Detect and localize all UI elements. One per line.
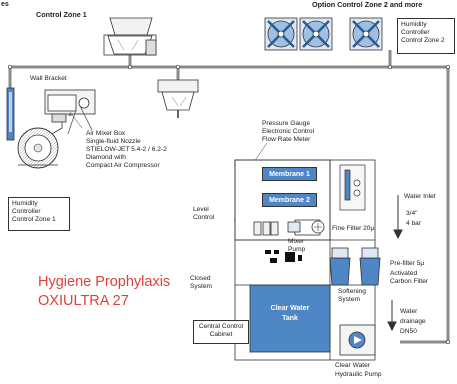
hydraulic-pump bbox=[339, 324, 376, 356]
drainage-arrow bbox=[387, 300, 397, 332]
hydraulic-pump-label-1: Clear Water bbox=[335, 362, 370, 369]
prefilter-label-1: Pre-filter 5µ bbox=[390, 260, 425, 267]
air-mixer-label-5: Compact Air Compressor bbox=[86, 162, 160, 169]
water-inlet-arrow bbox=[393, 195, 403, 240]
prefilter-label-3: Carbon Filter bbox=[390, 278, 429, 285]
softening-label-1: Softening bbox=[338, 288, 366, 295]
black-blocks bbox=[265, 250, 302, 263]
water-drainage-label-2: drainage bbox=[400, 318, 426, 325]
air-mixer-label-4: Diamond with bbox=[86, 154, 126, 161]
closed-system-label-2: System bbox=[190, 283, 212, 290]
hydraulic-pump-label-2: Hydraulic Pump bbox=[335, 371, 382, 378]
pressure-gauge-label-2: Electronic Control bbox=[262, 128, 315, 135]
water-drainage-label-1: Water bbox=[400, 308, 418, 315]
clear-water-tank-label-2: Tank bbox=[282, 315, 298, 322]
level-control-label-2: Control bbox=[193, 214, 215, 221]
humidity-controller-zone2: Humidity Controller Control Zone 2 bbox=[397, 18, 455, 54]
humidity-controller-zone1: Humidity Controller Control Zone 1 bbox=[8, 197, 70, 231]
membrane-1: Membrane 1 bbox=[262, 167, 317, 181]
water-inlet-label-3: 4 bar bbox=[406, 220, 422, 227]
air-compressor bbox=[17, 127, 59, 169]
filter-housings bbox=[329, 247, 381, 286]
fan-box-3 bbox=[349, 17, 383, 51]
label-line: Controller bbox=[12, 208, 41, 215]
zone2-title: Option Control Zone 2 and more bbox=[312, 0, 423, 9]
water-inlet-label-2: 3/4" bbox=[406, 210, 418, 217]
air-mixer-label-2: Single-fluid Nozzle bbox=[86, 138, 141, 145]
label-line: Cabinet bbox=[209, 331, 233, 338]
corner-label: es bbox=[1, 1, 9, 8]
air-mixer-box bbox=[42, 89, 96, 136]
humidity-sensor-left bbox=[6, 87, 15, 141]
label-line: Humidity bbox=[12, 200, 38, 207]
hygiene-title: Hygiene Prophylaxis bbox=[38, 274, 171, 290]
air-mixer-label-3: STIELOW-JET 5.4-2 / 6.2-2 bbox=[86, 146, 167, 153]
zone1-title: Control Zone 1 bbox=[36, 10, 87, 19]
main-pipe bbox=[10, 65, 450, 344]
central-control-cabinet: Central Control Cabinet bbox=[193, 320, 249, 344]
nozzle-unit-zone1 bbox=[103, 17, 157, 56]
water-inlet-label-1: Water Inlet bbox=[404, 193, 436, 200]
softening-label-2: System bbox=[338, 296, 360, 303]
closed-system-label-1: Closed bbox=[190, 275, 211, 282]
label-line: Controller bbox=[401, 29, 430, 36]
water-drainage-label-3: DN50 bbox=[400, 328, 417, 335]
label-line: Central Control bbox=[198, 323, 244, 330]
fan-box-2 bbox=[299, 17, 333, 51]
membrane-2: Membrane 2 bbox=[262, 193, 317, 207]
hygiene-subtitle: OXIULTRA 27 bbox=[38, 293, 129, 309]
label-line: Control Zone 2 bbox=[401, 37, 445, 44]
label-line: Control Zone 1 bbox=[12, 216, 56, 223]
nozzle-unit-zone1-b bbox=[157, 79, 199, 118]
pressure-gauge-panel bbox=[339, 164, 366, 211]
prefilter-label-2: Activated bbox=[390, 270, 418, 277]
pressure-gauge-label-3: Flow Rate Meter bbox=[262, 136, 311, 143]
wall-bracket-label: Wall Bracket bbox=[30, 75, 67, 82]
fine-filter-label: Fine Filter 20µ bbox=[332, 225, 375, 232]
fan-box-1 bbox=[264, 17, 298, 51]
mixer-pump-label-1: Mixer bbox=[288, 238, 305, 245]
mixer-pump-label-2: Pump bbox=[288, 246, 306, 253]
label-line: Humidity bbox=[401, 21, 427, 28]
level-control-label-1: Level bbox=[193, 206, 209, 213]
pressure-gauge-label-1: Pressure Gauge bbox=[262, 120, 311, 127]
clear-water-tank-label-1: Clear Water bbox=[270, 305, 310, 312]
air-mixer-label-1: Air Mixer Box bbox=[86, 130, 126, 137]
